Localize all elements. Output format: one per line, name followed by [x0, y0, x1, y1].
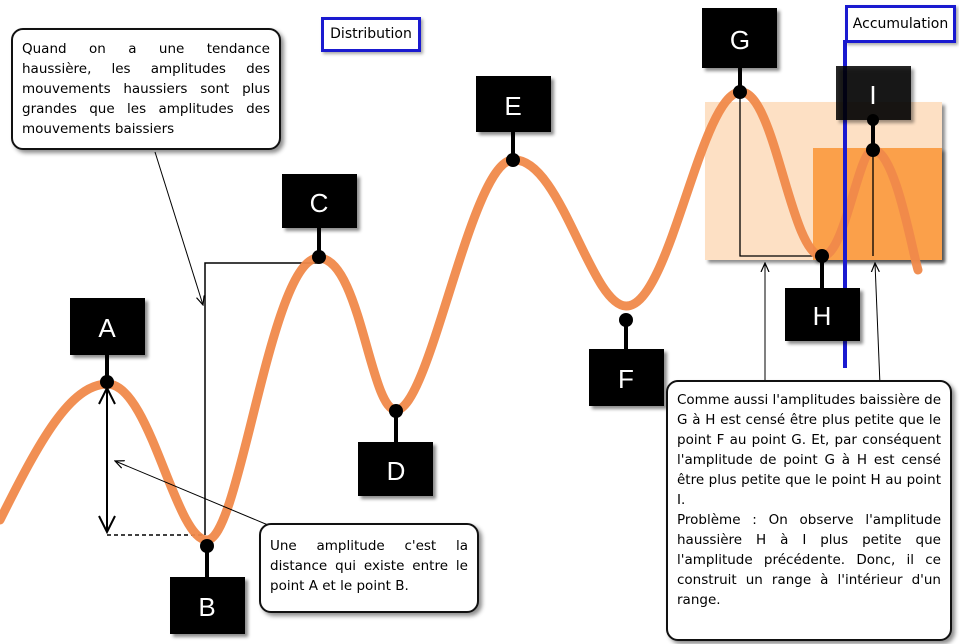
- point-box-c: [282, 174, 357, 228]
- leader-amplitude: [115, 461, 269, 526]
- note-amplitude-text: Une amplitude c'est la distance qui exis…: [270, 538, 468, 594]
- point-box-g: [702, 8, 777, 68]
- amplitude-arrowhead-bottom: [98, 515, 116, 535]
- point-label-f: F: [618, 364, 634, 394]
- point-box-b: [170, 577, 245, 634]
- distribution-tag: Distribution: [321, 17, 421, 52]
- dot-b: [200, 539, 214, 553]
- accumulation-label: Accumulation: [852, 16, 949, 32]
- point-dots: [100, 85, 880, 553]
- point-label-c: C: [310, 188, 329, 218]
- note-uptrend-text: Quand on a une tendance haussière, les a…: [22, 41, 270, 137]
- point-label-d: D: [387, 456, 406, 486]
- dot-a: [100, 375, 114, 389]
- amplitude-bracket-gh: [739, 95, 820, 257]
- amplitude-bracket-bc: [204, 262, 319, 535]
- dot-d: [389, 404, 403, 418]
- point-label-g: G: [730, 25, 750, 55]
- point-box-d: [358, 442, 433, 496]
- point-box-f: [589, 349, 664, 406]
- distribution-label: Distribution: [330, 26, 412, 42]
- note-amplitude: Une amplitude c'est la distance qui exis…: [259, 523, 479, 613]
- point-box-h: [785, 288, 860, 341]
- dot-f: [619, 313, 633, 327]
- point-box-e: [476, 76, 551, 132]
- point-box-a: [70, 298, 145, 355]
- point-label-b: B: [198, 592, 215, 622]
- leader-trend: [154, 151, 203, 305]
- dot-e: [506, 153, 520, 167]
- leader-range-i: [875, 263, 881, 386]
- dot-g: [733, 85, 747, 99]
- accumulation-tag: Accumulation: [845, 5, 956, 43]
- point-label-i: I: [869, 80, 876, 110]
- point-box-i: [836, 66, 911, 120]
- note-range-text-1: Comme aussi l'amplitudes baissière de G …: [677, 392, 941, 508]
- dot-i: [866, 143, 880, 157]
- note-uptrend: Quand on a une tendance haussière, les a…: [11, 28, 281, 150]
- point-label-a: A: [98, 313, 116, 343]
- point-label-e: E: [504, 91, 521, 121]
- dot-h: [815, 249, 829, 263]
- note-range: Comme aussi l'amplitudes baissière de G …: [666, 380, 952, 641]
- point-label-h: H: [813, 301, 832, 331]
- dot-c: [312, 250, 326, 264]
- note-range-text-2: Problème : On observe l'amplitude haussi…: [677, 512, 941, 608]
